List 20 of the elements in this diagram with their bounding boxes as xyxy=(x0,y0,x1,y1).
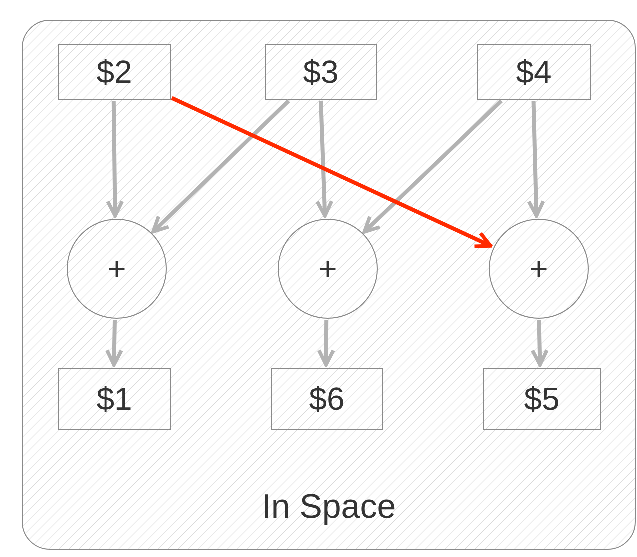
arrow xyxy=(105,320,124,367)
arrow xyxy=(152,100,290,234)
arrow xyxy=(317,320,336,367)
operator-circle: + xyxy=(278,219,378,319)
variable-box: $6 xyxy=(271,368,383,430)
region-label: In Space xyxy=(260,488,398,527)
arrow xyxy=(106,100,124,218)
arrow xyxy=(316,100,334,218)
variable-box: $5 xyxy=(483,368,601,430)
variable-box: $2 xyxy=(58,44,171,100)
region-panel xyxy=(22,20,636,550)
variable-box: $1 xyxy=(58,368,171,430)
variable-box: $3 xyxy=(265,44,377,100)
arrow xyxy=(171,96,493,248)
arrow xyxy=(527,100,546,218)
operator-circle: + xyxy=(67,219,167,319)
arrow xyxy=(362,100,504,234)
arrow xyxy=(530,320,549,367)
variable-box: $4 xyxy=(477,44,591,100)
operator-circle: + xyxy=(489,219,589,319)
